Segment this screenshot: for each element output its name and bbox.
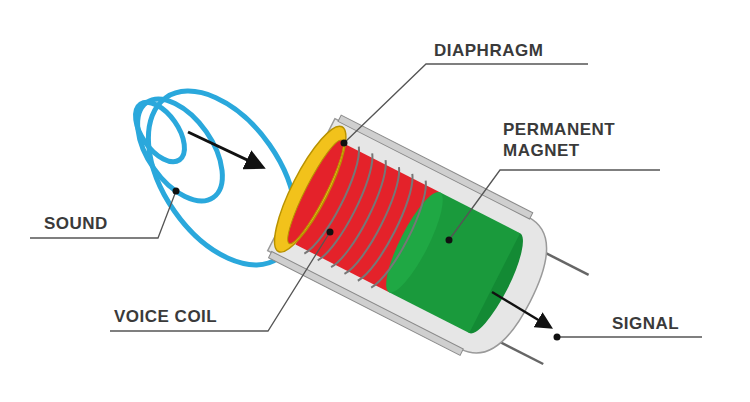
leader-lines <box>30 64 702 337</box>
sound-arrow <box>188 132 262 167</box>
part-label: VOICE COIL <box>114 306 284 327</box>
leader-dots <box>173 140 561 341</box>
coil-winding <box>371 181 435 293</box>
signal-arrow <box>492 292 550 327</box>
part-label: PERMANENT MAGNET <box>503 119 653 161</box>
signal-label: SIGNAL <box>612 313 712 334</box>
part-label: SOUND <box>44 213 164 234</box>
part-label: DIAPHRAGM <box>434 40 594 61</box>
